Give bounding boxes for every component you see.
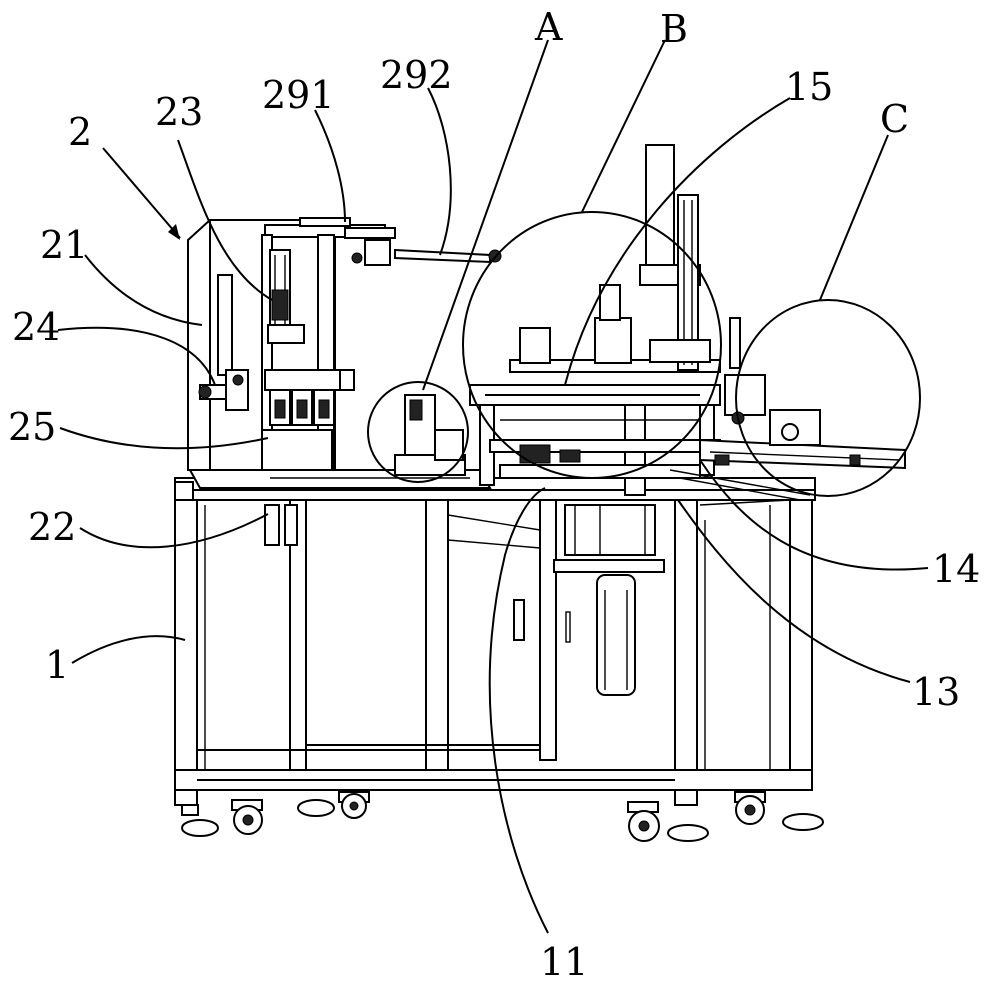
label-292: 292	[380, 53, 453, 97]
label-2: 2	[68, 110, 92, 154]
label-11: 11	[540, 940, 588, 984]
label-B: B	[660, 7, 688, 51]
label-25: 25	[8, 405, 56, 449]
label-14: 14	[932, 547, 980, 591]
label-13: 13	[912, 670, 960, 714]
label-15: 15	[785, 65, 833, 109]
label-291: 291	[262, 73, 335, 117]
label-21: 21	[40, 223, 88, 267]
label-A: A	[534, 5, 563, 49]
label-1: 1	[45, 643, 69, 687]
label-C: C	[880, 97, 909, 141]
label-22: 22	[28, 505, 76, 549]
label-23: 23	[155, 90, 203, 134]
label-24: 24	[12, 305, 60, 349]
